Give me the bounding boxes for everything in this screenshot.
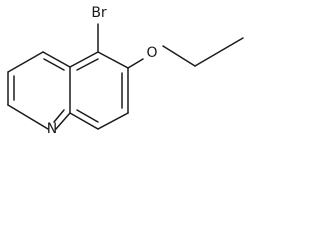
bond-o-ch2 [162,45,196,67]
oxygen-label: O [146,45,157,61]
bond-ch2-ch3 [194,37,244,67]
bond-c8a-n1 [55,112,71,130]
nitrogen-label: N [47,121,57,137]
double-bond-c4a-c5 [76,58,99,71]
bond-n1-c2 [7,104,49,130]
substituents [97,23,244,69]
bond-c7-c8 [97,112,129,130]
molecule-structure: Br O N [7,5,244,137]
bond-c5-c6 [97,51,129,69]
double-bond-c8-c8a [76,109,99,123]
bond-c6-o [127,58,144,69]
bond-c4-c4a [42,51,71,68]
benzene-ring [69,51,129,130]
bond-c3-c4 [7,51,44,73]
double-bond-c4-c4a [43,58,65,71]
pyridine-ring [7,51,71,130]
bond-c8-c8a [69,112,99,130]
bromine-label: Br [91,5,107,21]
double-bond-c8a-n1 [53,109,65,123]
bond-c4a-c5 [69,51,99,68]
